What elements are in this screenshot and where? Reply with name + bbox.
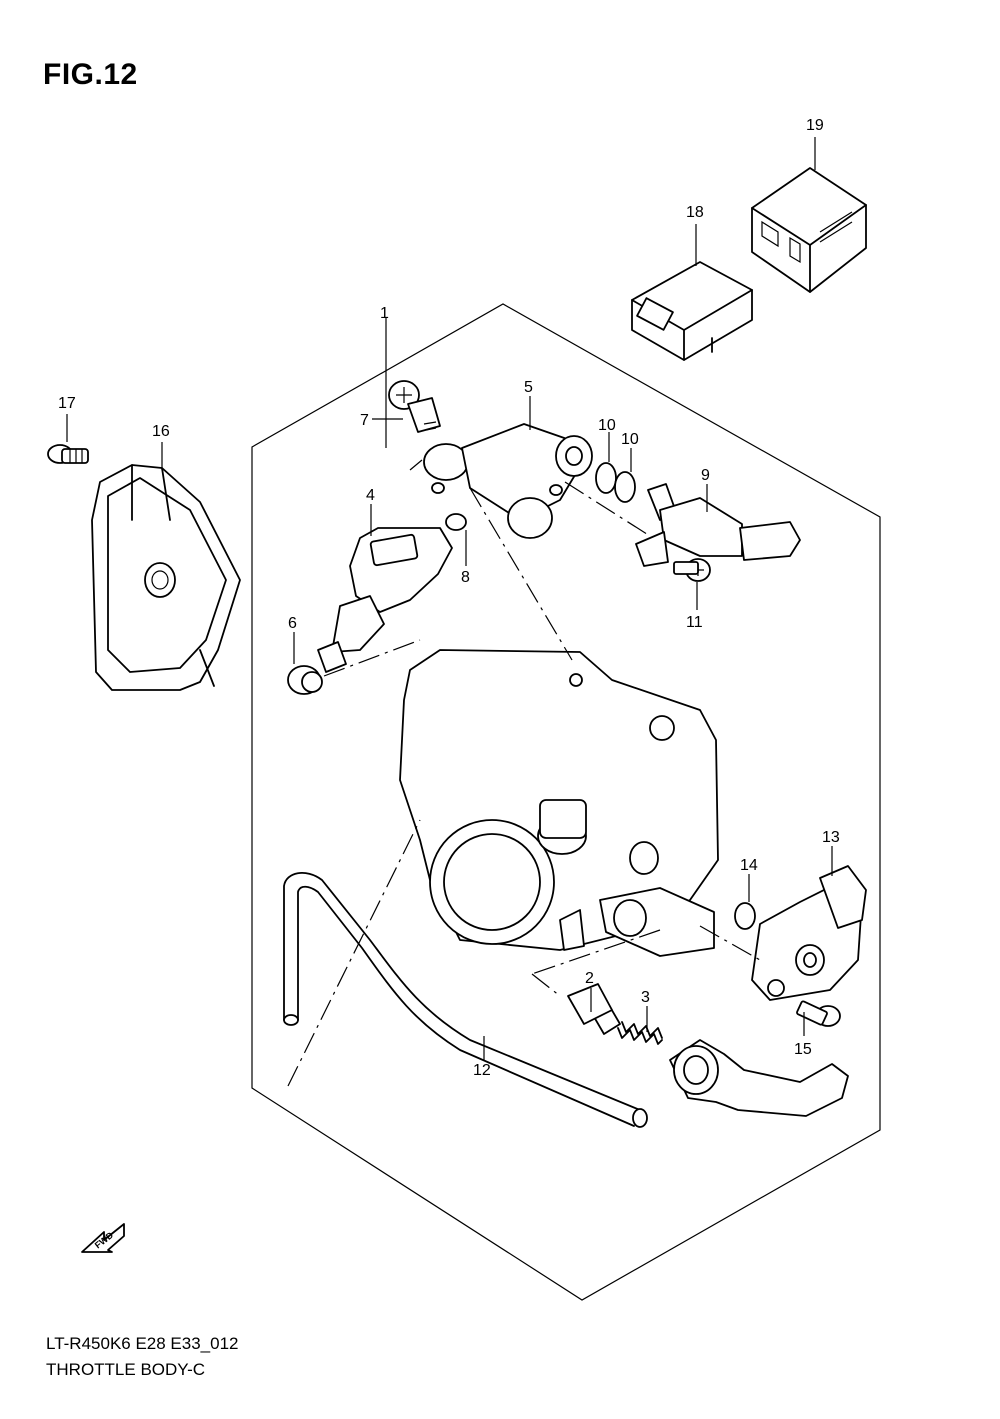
part-1-throttle-body[interactable] [399,649,719,957]
callout-15[interactable]: 15 [794,1041,812,1058]
callout-10b[interactable]: 10 [621,431,639,448]
callout-17[interactable]: 17 [58,395,76,412]
callout-16[interactable]: 16 [152,423,170,440]
callout-8[interactable]: 8 [461,569,470,586]
callout-1[interactable]: 1 [380,305,389,322]
callout-12[interactable]: 12 [473,1062,491,1079]
part-10-oring-b[interactable] [614,471,636,503]
diagram-title: THROTTLE BODY-C [46,1360,206,1379]
callout-13[interactable]: 13 [822,829,840,846]
callout-14[interactable]: 14 [740,857,758,874]
callout-7[interactable]: 7 [360,412,369,429]
part-6-seal[interactable] [287,665,323,695]
callout-3[interactable]: 3 [641,989,650,1006]
assembly-boundary [251,303,881,1301]
part-15-screw[interactable] [796,1000,841,1027]
part-13-sensor[interactable] [751,865,867,1001]
callout-2[interactable]: 2 [585,970,594,987]
callout-6[interactable]: 6 [288,615,297,632]
part-16-cover[interactable] [91,464,241,691]
callout-4[interactable]: 4 [366,487,375,504]
part-2-plunger[interactable] [567,983,621,1035]
fwd-arrow-icon: FWD [81,1223,125,1253]
part-14-oring[interactable] [734,902,756,930]
part-17-screw[interactable] [47,444,89,464]
callout-11[interactable]: 11 [686,614,703,631]
part-3-spring[interactable] [617,1021,663,1045]
part-12-hose[interactable] [283,872,648,1128]
part-7-screw[interactable] [388,380,441,433]
callout-10a[interactable]: 10 [598,417,616,434]
callout-19[interactable]: 19 [806,117,824,134]
part-19-coupler[interactable] [751,167,867,293]
part-11-screw[interactable] [673,558,711,582]
part-8-oring[interactable] [445,513,467,531]
callout-9[interactable]: 9 [701,467,710,484]
model-code: LT-R450K6 E28 E33_012 [46,1334,239,1353]
part-10-oring-a[interactable] [595,462,617,494]
figure-title: FIG.12 [43,58,138,91]
idle-hose-fitting[interactable] [669,1039,849,1117]
part-4-injector[interactable] [317,527,453,673]
part-18-connector[interactable] [631,261,753,361]
callout-18[interactable]: 18 [686,204,704,221]
part-9-sensor[interactable] [635,483,801,567]
callout-5[interactable]: 5 [524,379,533,396]
